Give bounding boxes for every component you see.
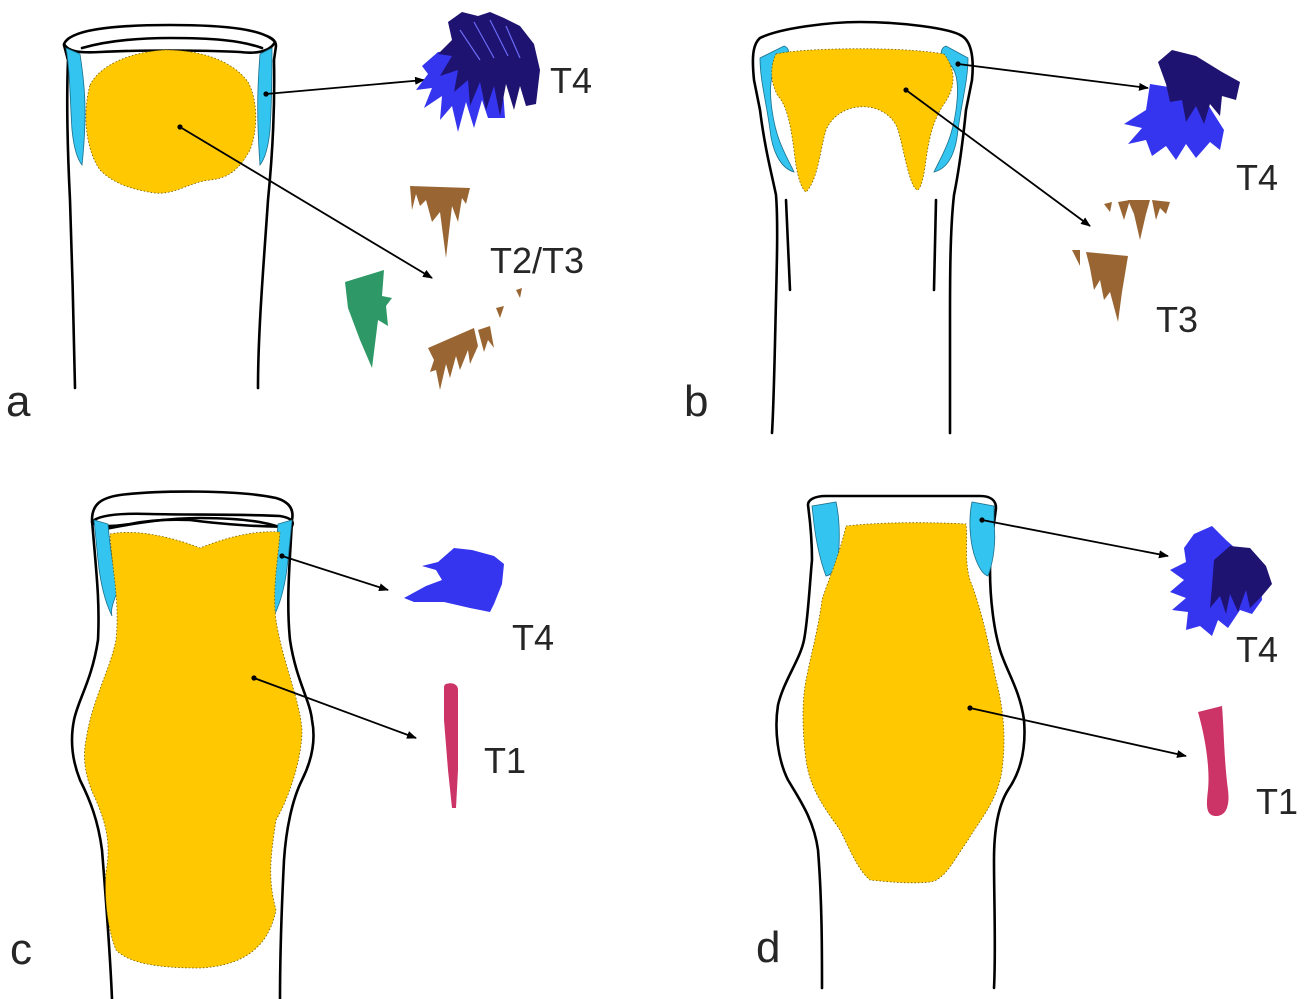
arrow bbox=[906, 90, 1090, 226]
t4-blade-icon bbox=[404, 548, 504, 612]
panel-label-c: c bbox=[10, 925, 32, 974]
cyan-region bbox=[258, 48, 272, 165]
arrow bbox=[958, 64, 1148, 88]
yellow-region bbox=[86, 50, 256, 193]
yellow-region bbox=[803, 523, 1004, 883]
origin-dot bbox=[979, 517, 984, 522]
t4-blade-icon bbox=[1170, 526, 1272, 636]
panel-a: T4 T2/T3 a bbox=[6, 12, 592, 426]
type-label-t1: T1 bbox=[484, 740, 526, 781]
origin-dot bbox=[967, 705, 972, 710]
yellow-region bbox=[84, 532, 302, 968]
t1-rod-icon bbox=[444, 683, 458, 808]
type-label-t3: T3 bbox=[1156, 299, 1198, 340]
panel-label-b: b bbox=[684, 377, 708, 426]
origin-dot bbox=[903, 87, 908, 92]
origin-dot bbox=[251, 675, 256, 680]
t4-blade-icon bbox=[1124, 50, 1240, 160]
t2t3-brown-icon bbox=[428, 288, 522, 390]
arrow bbox=[266, 80, 424, 94]
origin-dot bbox=[279, 553, 284, 558]
t1-rod-icon bbox=[1198, 706, 1229, 816]
t2t3-brown-icon bbox=[410, 186, 470, 258]
cyan-region bbox=[970, 502, 995, 576]
arrow bbox=[180, 127, 432, 278]
panel-d: T4 T1 d bbox=[756, 496, 1298, 988]
type-label-t4: T4 bbox=[550, 60, 592, 101]
t4-blade-icon bbox=[416, 12, 540, 132]
panel-b: T4 T3 b bbox=[684, 22, 1278, 433]
type-label-t4: T4 bbox=[1236, 157, 1278, 198]
type-label-t4: T4 bbox=[1236, 629, 1278, 670]
green-blade-icon bbox=[345, 270, 392, 368]
panel-label-a: a bbox=[6, 377, 31, 426]
origin-dot bbox=[177, 124, 182, 129]
panel-c: T4 T1 c bbox=[10, 492, 554, 999]
panel-label-d: d bbox=[756, 923, 780, 972]
type-label-t2-t3: T2/T3 bbox=[490, 240, 584, 281]
type-label-t1: T1 bbox=[1256, 781, 1298, 822]
type-label-t4: T4 bbox=[512, 617, 554, 658]
yellow-region bbox=[772, 49, 953, 192]
origin-dot bbox=[263, 91, 268, 96]
arrow bbox=[282, 556, 388, 590]
arrow bbox=[982, 520, 1168, 556]
origin-dot bbox=[955, 61, 960, 66]
